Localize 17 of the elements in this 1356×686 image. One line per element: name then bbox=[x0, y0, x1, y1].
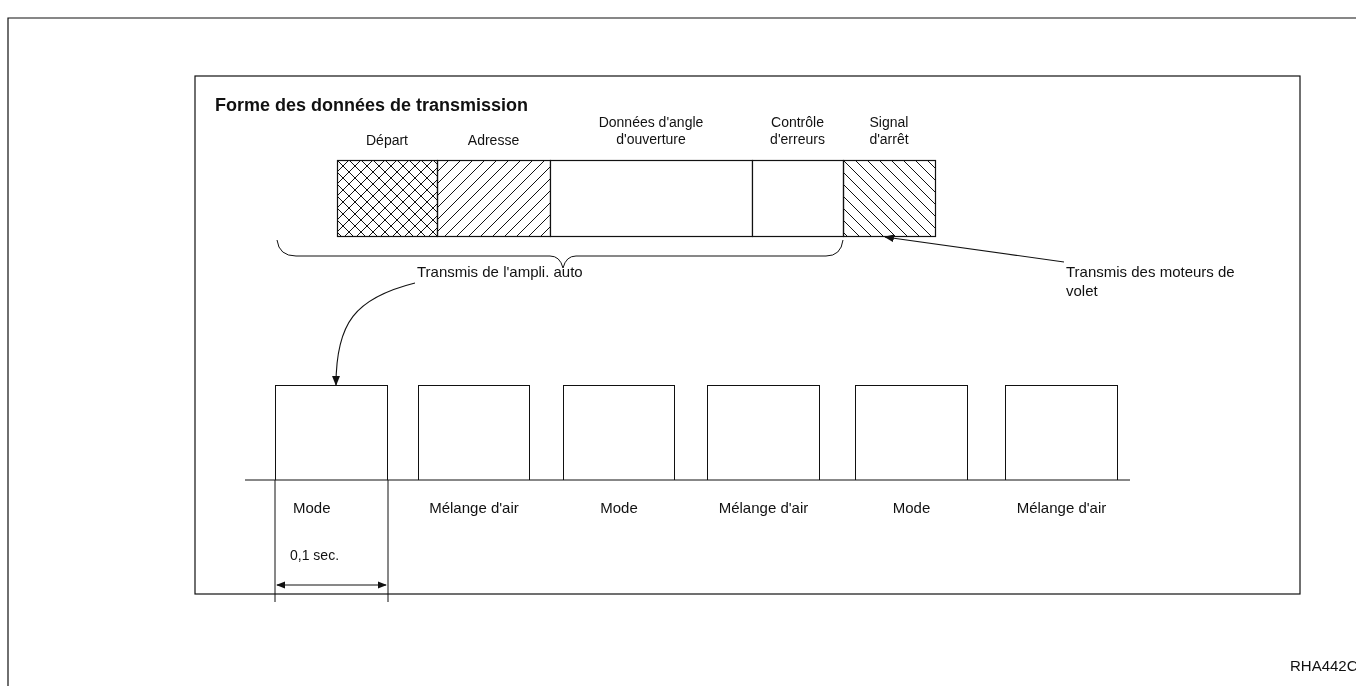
signal-label: Mode bbox=[293, 498, 332, 517]
signal-label: Mélange d'air bbox=[1015, 498, 1108, 517]
signal-label: Mode bbox=[599, 498, 639, 517]
signal-label: Mode bbox=[891, 498, 932, 517]
field-label: Données d'angle d'ouverture bbox=[597, 114, 705, 148]
signal-label: Mélange d'air bbox=[717, 498, 810, 517]
field-label: Départ bbox=[365, 132, 409, 149]
annotation-text: Transmis des moteurs de volet bbox=[1066, 262, 1236, 300]
field-label: Signal d'arrêt bbox=[868, 114, 910, 148]
arrow bbox=[884, 234, 1065, 263]
dimension-label: 0,1 sec. bbox=[290, 546, 340, 565]
field-label: Adresse bbox=[466, 132, 521, 149]
annotation-text: Transmis de l'ampli. auto bbox=[417, 262, 584, 281]
field-label: Contrôle d'erreurs bbox=[769, 114, 826, 148]
signal-label: Mélange d'air bbox=[428, 498, 520, 517]
arrow bbox=[332, 282, 416, 386]
diagram-title: Forme des données de transmission bbox=[215, 96, 529, 115]
